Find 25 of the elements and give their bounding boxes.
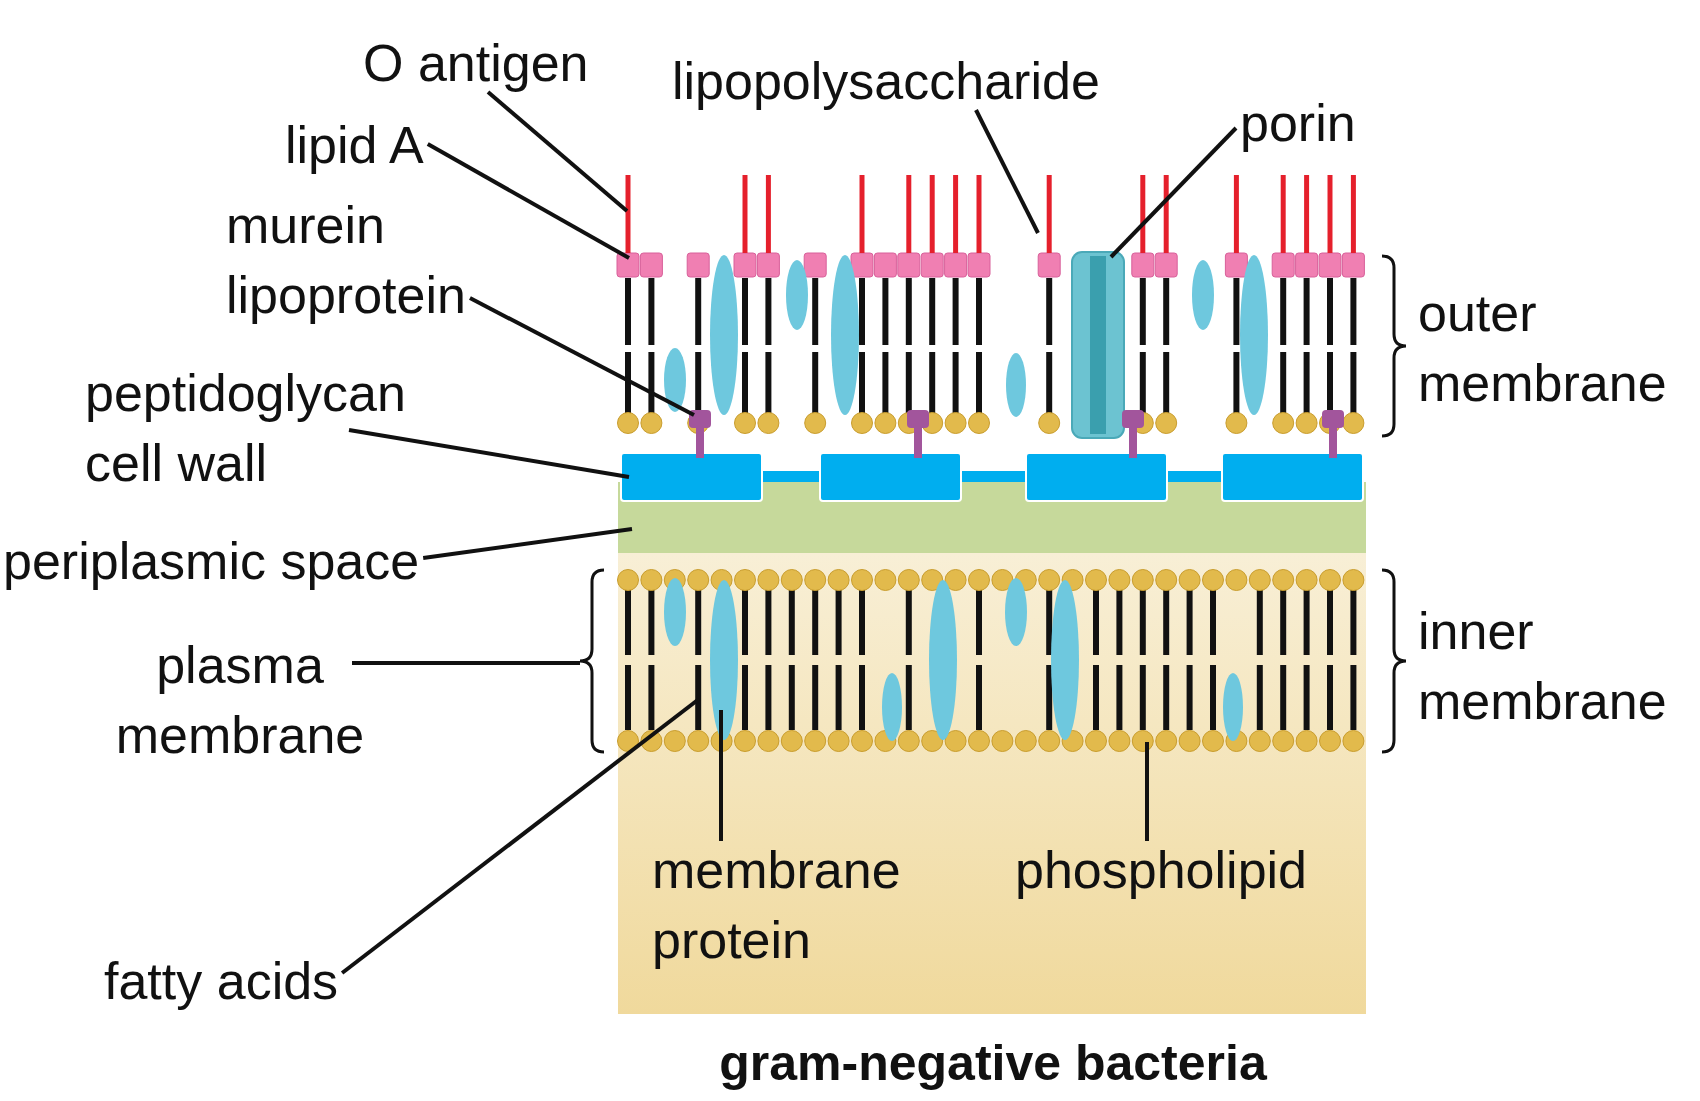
part-label: porin [1240,88,1390,159]
part-label: plasma membrane [95,630,385,771]
part-label: membrane protein [652,835,952,976]
part-label: fatty acids [104,946,384,1017]
part-label: lipopolysaccharide [672,46,1192,117]
leader-line [1145,742,1149,841]
leader-line [426,142,630,260]
part-label: phospholipid [1015,835,1345,906]
curly-brace [578,568,605,754]
bracket-label: outer membrane [1418,283,1668,415]
figure-caption: gram-negative bacteria [718,1034,1268,1093]
leader-line [348,428,630,479]
part-label: O antigen [363,28,623,99]
leader-line [1109,126,1238,259]
part-label: periplasmic space [3,526,483,597]
leader-line [486,90,629,213]
leader-line [974,109,1040,234]
bracket-label: inner membrane [1418,601,1668,733]
part-label: murein lipoprotein [226,190,506,331]
leader-line [352,661,580,665]
leader-line [469,296,695,417]
leader-line [719,710,723,841]
part-label: peptidoglycan cell wall [85,358,465,499]
part-label: lipid A [285,110,460,181]
leader-line [422,527,633,560]
